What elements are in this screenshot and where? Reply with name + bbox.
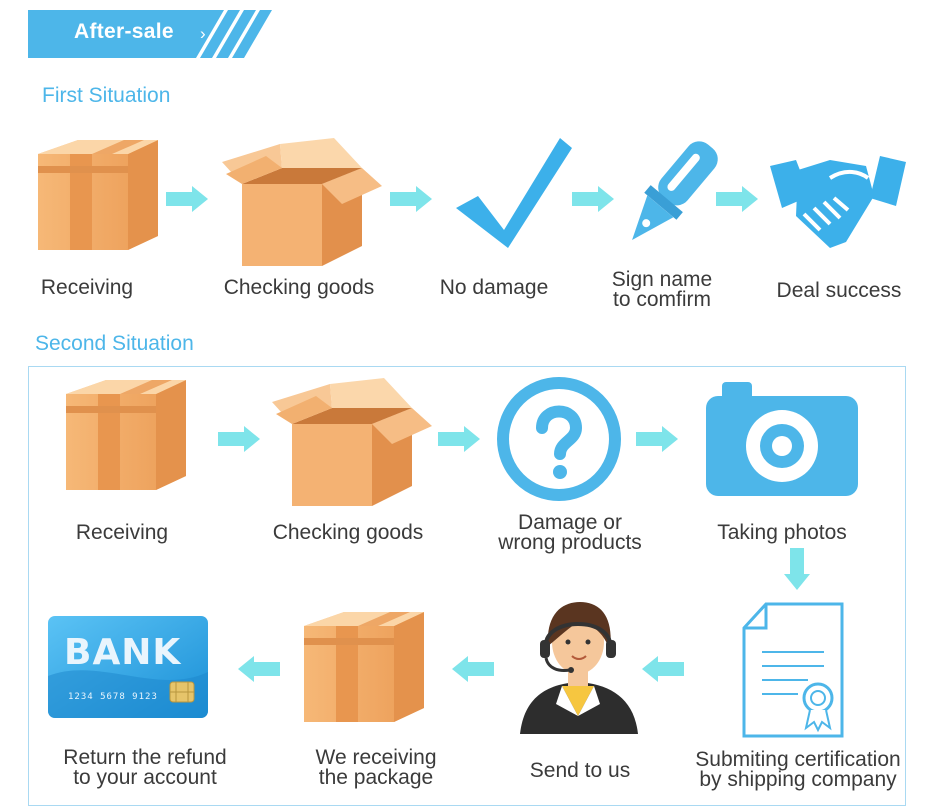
arrow-right-icon	[716, 186, 758, 212]
handshake-icon	[770, 156, 906, 248]
closed-box-icon	[38, 140, 158, 250]
open-box-icon	[222, 138, 382, 266]
camera-icon	[706, 382, 858, 496]
arrow-right-icon	[438, 426, 480, 452]
chevron-right-icon: ›	[200, 24, 206, 43]
pen-icon	[632, 141, 718, 241]
step-label: Receiving	[75, 521, 169, 544]
step-label: Checking goods	[223, 276, 375, 299]
arrow-right-icon	[166, 186, 208, 212]
step-label: No damage	[439, 276, 549, 299]
bank-card-icon: BANK 1234 5678 9123	[48, 616, 208, 718]
banner-label: After-sale	[74, 20, 174, 43]
step-label: Deal success	[776, 279, 902, 302]
arrow-left-icon	[238, 656, 280, 682]
support-agent-icon	[520, 602, 638, 734]
open-box-icon	[272, 378, 432, 506]
arrow-left-icon	[452, 656, 494, 682]
step-label: Receiving	[40, 276, 134, 299]
arrow-right-icon	[390, 186, 432, 212]
question-icon	[497, 377, 621, 501]
step-label: Checking goods	[272, 521, 424, 544]
closed-box-icon	[66, 380, 186, 490]
arrow-right-icon	[636, 426, 678, 452]
step-label: Taking photos	[717, 521, 847, 544]
checkmark-icon	[456, 138, 572, 248]
arrow-down-icon	[784, 548, 810, 590]
bank-card-brand: BANK	[64, 632, 182, 673]
step-label: Send to us	[529, 759, 631, 782]
second-situation-frame	[28, 366, 906, 806]
bank-card-number: 1234 5678 9123	[68, 692, 158, 702]
arrow-left-icon	[642, 656, 684, 682]
closed-box-icon	[304, 612, 424, 722]
after-sale-banner	[28, 10, 280, 58]
second-situation-title: Second Situation	[35, 332, 194, 355]
certificate-icon	[742, 602, 844, 738]
arrow-right-icon	[218, 426, 260, 452]
first-situation-title: First Situation	[42, 84, 171, 107]
